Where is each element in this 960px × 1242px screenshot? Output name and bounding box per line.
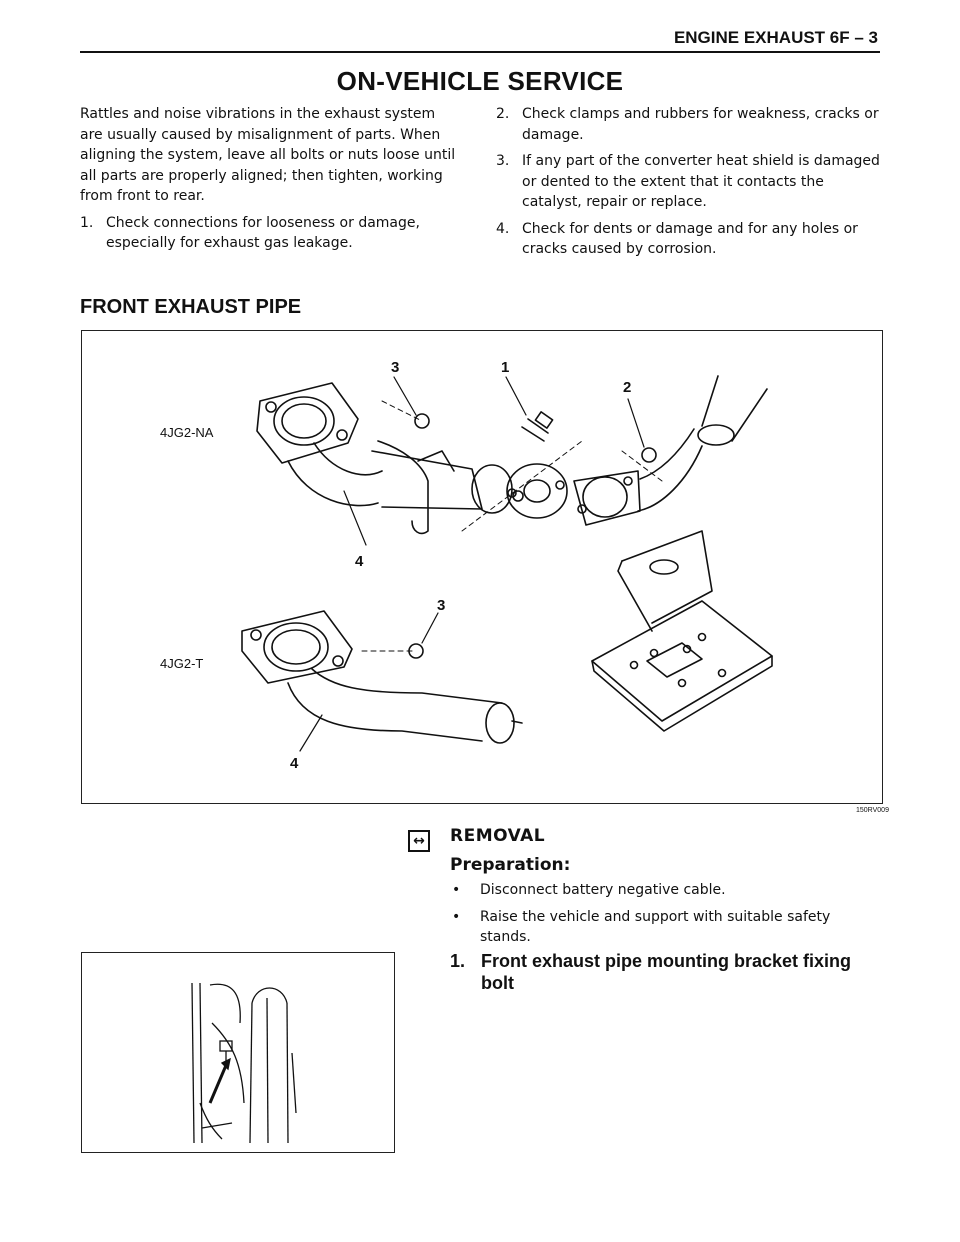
check-item-number: 4.	[496, 220, 510, 237]
callout-3-na: 3	[391, 359, 400, 376]
check-item-2: 2. Check clamps and rubbers for weakness…	[496, 104, 886, 145]
illustration-drawing	[191, 982, 297, 1144]
variant-label-t: 4JG2-T	[160, 656, 204, 671]
callout-2: 2	[623, 379, 632, 396]
bolt-1	[521, 411, 554, 442]
callout-4-na: 4	[355, 553, 364, 570]
preparation-heading: Preparation:	[450, 855, 571, 875]
check-item-text: If any part of the converter heat shield…	[522, 153, 880, 210]
removal-heading: REMOVAL	[450, 826, 546, 846]
nut-3-na	[414, 413, 430, 429]
figure-code: 150RV009	[856, 807, 889, 814]
bullet-icon: •	[452, 908, 461, 925]
na-pipe-body	[287, 440, 513, 535]
check-item-1: 1. Check connections for looseness or da…	[80, 213, 462, 254]
callout-1: 1	[501, 359, 510, 376]
exhaust-pipe-diagram: 3 1 2 4 3 4 4JG2-NA 4JG2-T	[81, 330, 883, 804]
t-pipe-body	[287, 668, 523, 744]
check-item-3: 3. If any part of the converter heat shi…	[496, 151, 886, 213]
removal-icon: ↔	[408, 830, 430, 852]
intro-paragraph: Rattles and noise vibrations in the exha…	[80, 106, 456, 204]
removal-step-1: 1. Front exhaust pipe mounting bracket f…	[450, 950, 880, 994]
preparation-item-text: Disconnect battery negative cable.	[480, 882, 726, 898]
mounting-bracket	[591, 530, 773, 732]
alignment-lines	[361, 400, 663, 652]
callout-3-t: 3	[437, 597, 446, 614]
na-pipe-flange	[256, 382, 359, 464]
page-header-title: ENGINE EXHAUST 6F – 3	[673, 28, 878, 47]
downstream-pipe	[637, 375, 768, 512]
nut-2	[641, 447, 657, 463]
subsection-title: FRONT EXHAUST PIPE	[80, 296, 302, 318]
bullet-icon: •	[452, 882, 461, 898]
check-item-text: Check for dents or damage and for any ho…	[522, 220, 858, 258]
t-pipe-flange	[241, 610, 353, 684]
step-text: Front exhaust pipe mounting bracket fixi…	[481, 951, 852, 993]
leader-lines	[299, 376, 645, 752]
preparation-item-text: Raise the vehicle and support with suita…	[480, 908, 831, 946]
check-item-number: 2.	[496, 106, 510, 122]
preparation-item: • Raise the vehicle and support with sui…	[450, 907, 870, 948]
preparation-item: • Disconnect battery negative cable.	[450, 880, 870, 901]
variant-label-na: 4JG2-NA	[160, 425, 214, 440]
header-rule	[80, 51, 880, 53]
bracket-bolt-illustration	[81, 952, 395, 1153]
check-item-4: 4. Check for dents or damage and for any…	[496, 219, 886, 260]
intro-left-column: Rattles and noise vibrations in the exha…	[80, 104, 462, 260]
section-title: ON-VEHICLE SERVICE	[336, 66, 624, 96]
stud	[512, 490, 524, 502]
check-item-text: Check connections for looseness or damag…	[106, 214, 420, 252]
check-item-number: 1.	[80, 214, 94, 231]
check-item-number: 3.	[496, 153, 510, 169]
diagram-drawing	[241, 375, 773, 752]
intro-right-column: 2. Check clamps and rubbers for weakness…	[496, 104, 886, 266]
preparation-list: • Disconnect battery negative cable. • R…	[450, 880, 870, 954]
gasket-2	[573, 470, 641, 526]
check-item-text: Check clamps and rubbers for weakness, c…	[522, 106, 879, 143]
gasket-1	[506, 463, 568, 519]
callout-4-t: 4	[290, 755, 299, 772]
step-number: 1.	[450, 951, 466, 971]
